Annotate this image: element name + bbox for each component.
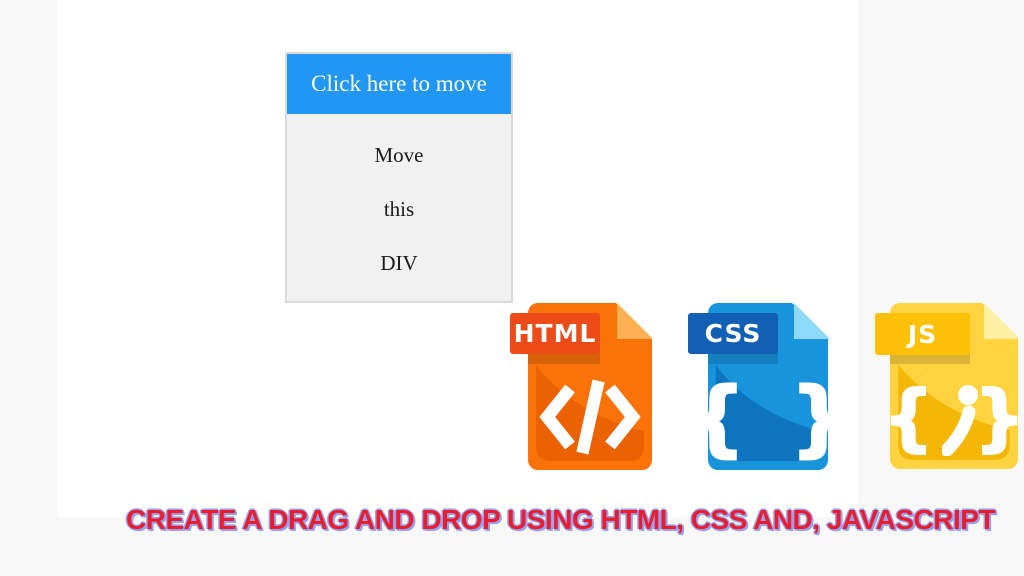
html-file-icon: HTML <box>505 303 653 473</box>
italic-i-icon <box>942 382 986 456</box>
close-brace: } <box>790 375 828 463</box>
label-shadow <box>890 353 970 364</box>
page-title: CREATE A DRAG AND DROP USING HTML, CSS A… <box>126 504 996 535</box>
folded-corner-icon <box>984 303 1020 339</box>
close-brace: } <box>974 377 1018 457</box>
css-file-icon: { } CSS <box>685 303 830 473</box>
js-file-icon: { } JS <box>870 303 1020 471</box>
file-swoosh-shade <box>890 303 1018 469</box>
folded-corner-icon <box>617 303 653 339</box>
draggable-box-body: Move this DIV <box>287 114 511 290</box>
draggable-box-line: this <box>383 197 415 221</box>
css-label-badge: CSS <box>688 313 778 354</box>
open-brace: { <box>708 375 746 463</box>
draggable-box-line: Move <box>374 143 424 167</box>
file-swoosh-shade <box>708 303 828 470</box>
label-shadow <box>528 353 600 364</box>
curly-braces-icon: { } <box>708 375 828 463</box>
label-shadow <box>708 353 778 364</box>
code-tag-icon <box>537 379 643 455</box>
curly-braces-icon: { } <box>890 377 1018 457</box>
html-label-badge: HTML <box>510 313 600 354</box>
js-label-badge: JS <box>875 313 970 355</box>
draggable-box-line: DIV <box>380 251 418 275</box>
open-brace: { <box>890 377 934 457</box>
drag-handle-header[interactable]: Click here to move <box>287 54 511 114</box>
folded-corner-icon <box>794 303 830 339</box>
draggable-box[interactable]: Click here to move Move this DIV <box>285 52 513 303</box>
